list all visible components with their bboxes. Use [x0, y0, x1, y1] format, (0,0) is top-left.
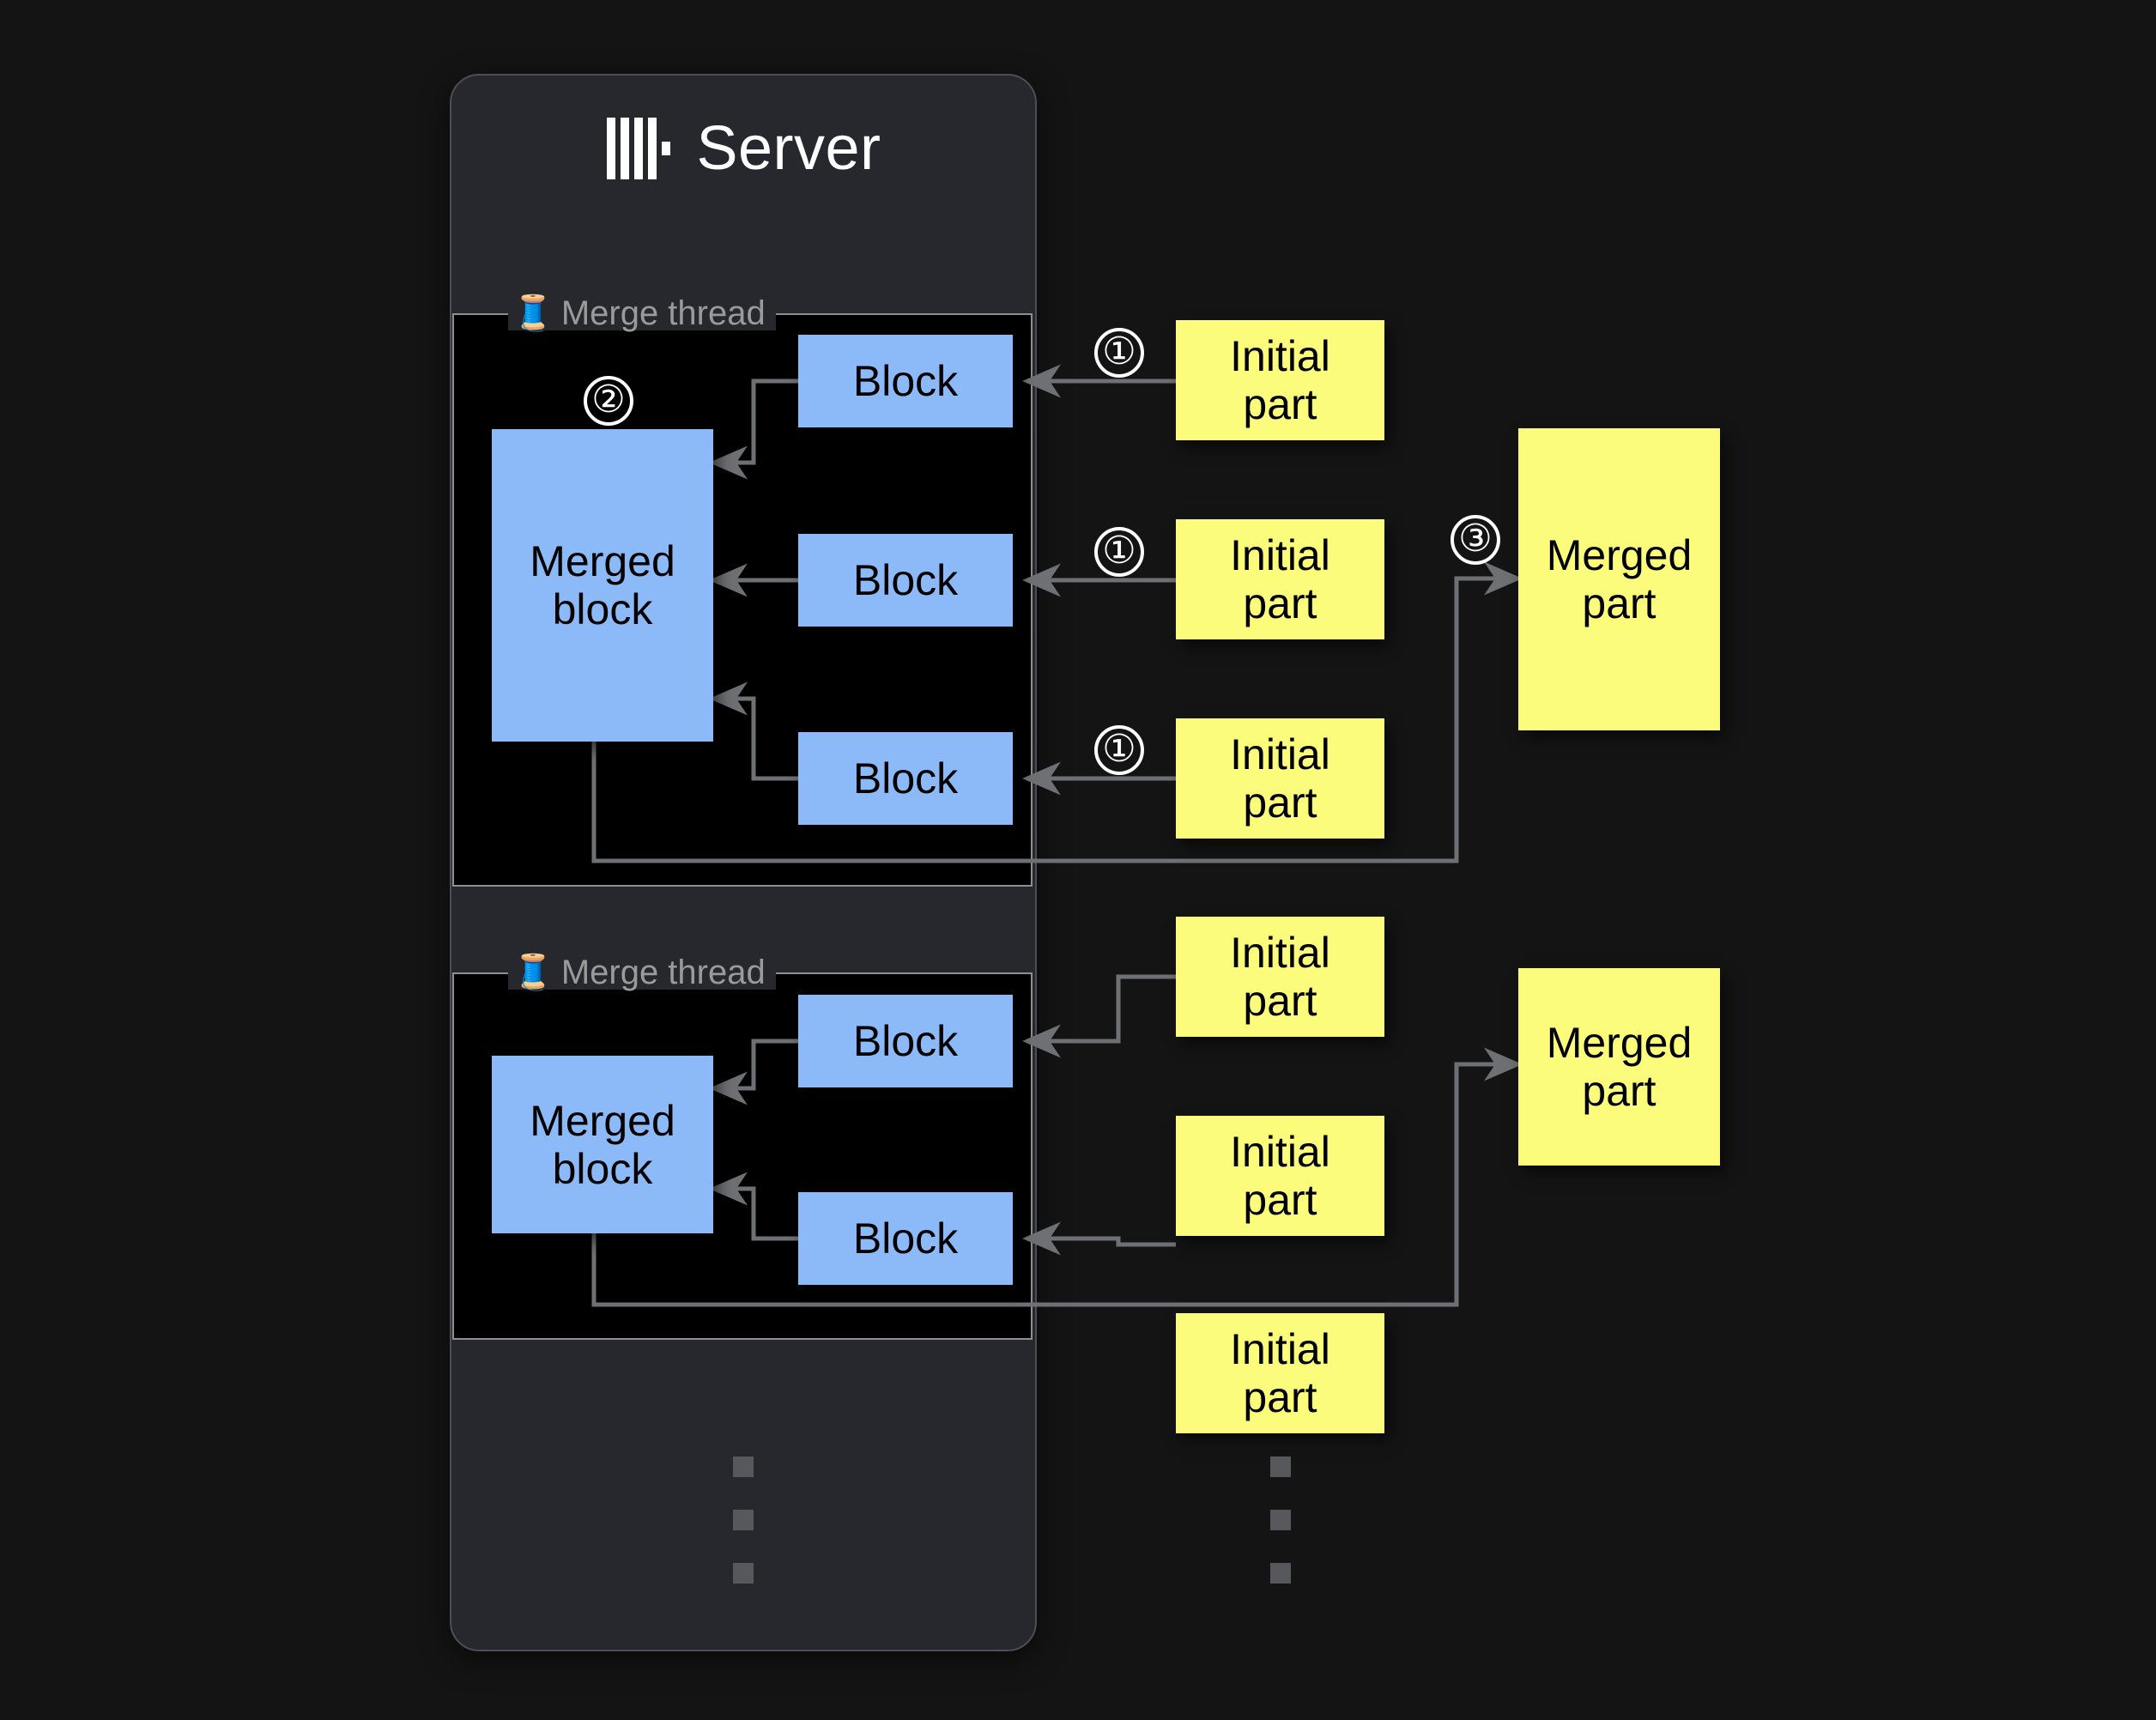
initial-part-6-line2: part: [1243, 1373, 1317, 1421]
merged-part-1[interactable]: Merged part: [1518, 428, 1720, 730]
ellipsis-dot: [1270, 1563, 1291, 1584]
merged-block-2-line2: block: [552, 1144, 653, 1193]
block-1-1-label: Block: [852, 357, 959, 405]
thread-spool-icon: 🧵: [512, 954, 554, 991]
server-title: Server: [450, 110, 1037, 187]
server-column-ellipsis: [733, 1457, 754, 1584]
step-marker-1-b: ①: [1094, 527, 1144, 577]
step-marker-1-c: ①: [1094, 725, 1144, 775]
initial-part-5-line2: part: [1243, 1176, 1317, 1224]
block-1-3-label: Block: [852, 754, 959, 802]
merged-block-2-line1: Merged: [530, 1096, 675, 1145]
ellipsis-dot: [1270, 1510, 1291, 1530]
initial-part-5-line1: Initial: [1230, 1128, 1330, 1176]
ellipsis-dot: [733, 1510, 754, 1530]
merge-thread-label-2: 🧵 Merge thread: [508, 955, 776, 990]
step-marker-2: ②: [584, 376, 633, 426]
initial-part-5[interactable]: Initial part: [1176, 1116, 1384, 1236]
block-1-2[interactable]: Block: [798, 534, 1013, 627]
initial-part-2-line1: Initial: [1230, 531, 1330, 579]
merged-block-1-line2: block: [552, 585, 653, 633]
block-1-1[interactable]: Block: [798, 335, 1013, 427]
merged-block-1-line1: Merged: [530, 537, 675, 585]
ellipsis-dot: [1270, 1457, 1291, 1477]
block-2-2[interactable]: Block: [798, 1192, 1013, 1285]
merged-part-2-line1: Merged: [1546, 1019, 1693, 1067]
block-2-1[interactable]: Block: [798, 995, 1013, 1087]
merge-thread-label-text-1: Merge thread: [560, 294, 766, 332]
initial-part-6-line1: Initial: [1230, 1325, 1330, 1373]
merged-part-1-line1: Merged: [1546, 531, 1693, 579]
thread-spool-icon: 🧵: [512, 294, 554, 332]
ellipsis-dot: [733, 1563, 754, 1584]
merged-part-2-line2: part: [1582, 1067, 1656, 1115]
server-title-label: Server: [696, 114, 881, 183]
initial-part-2[interactable]: Initial part: [1176, 519, 1384, 639]
step-marker-3: ③: [1450, 515, 1500, 565]
initial-part-3[interactable]: Initial part: [1176, 718, 1384, 839]
initial-part-2-line2: part: [1243, 579, 1317, 627]
merge-thread-label-1: 🧵 Merge thread: [508, 296, 776, 330]
clickhouse-logo-icon: [605, 118, 674, 179]
initial-part-4-line2: part: [1243, 977, 1317, 1025]
merged-block-2[interactable]: Merged block: [492, 1056, 713, 1233]
initial-part-3-line2: part: [1243, 778, 1317, 827]
block-2-1-label: Block: [852, 1017, 959, 1065]
initial-part-1-line1: Initial: [1230, 332, 1330, 380]
parts-column-ellipsis: [1270, 1457, 1291, 1584]
initial-part-1[interactable]: Initial part: [1176, 320, 1384, 440]
merged-part-1-line2: part: [1582, 579, 1656, 627]
initial-part-6[interactable]: Initial part: [1176, 1313, 1384, 1433]
initial-part-4[interactable]: Initial part: [1176, 917, 1384, 1037]
merge-thread-label-text-2: Merge thread: [560, 954, 766, 991]
initial-part-1-line2: part: [1243, 380, 1317, 428]
initial-part-4-line1: Initial: [1230, 929, 1330, 977]
step-marker-1-a: ①: [1094, 328, 1144, 378]
block-1-3[interactable]: Block: [798, 732, 1013, 825]
block-2-2-label: Block: [852, 1214, 959, 1263]
ellipsis-dot: [733, 1457, 754, 1477]
merged-block-1[interactable]: Merged block: [492, 429, 713, 742]
initial-part-3-line1: Initial: [1230, 730, 1330, 778]
merged-part-2[interactable]: Merged part: [1518, 968, 1720, 1166]
block-1-2-label: Block: [852, 556, 959, 604]
